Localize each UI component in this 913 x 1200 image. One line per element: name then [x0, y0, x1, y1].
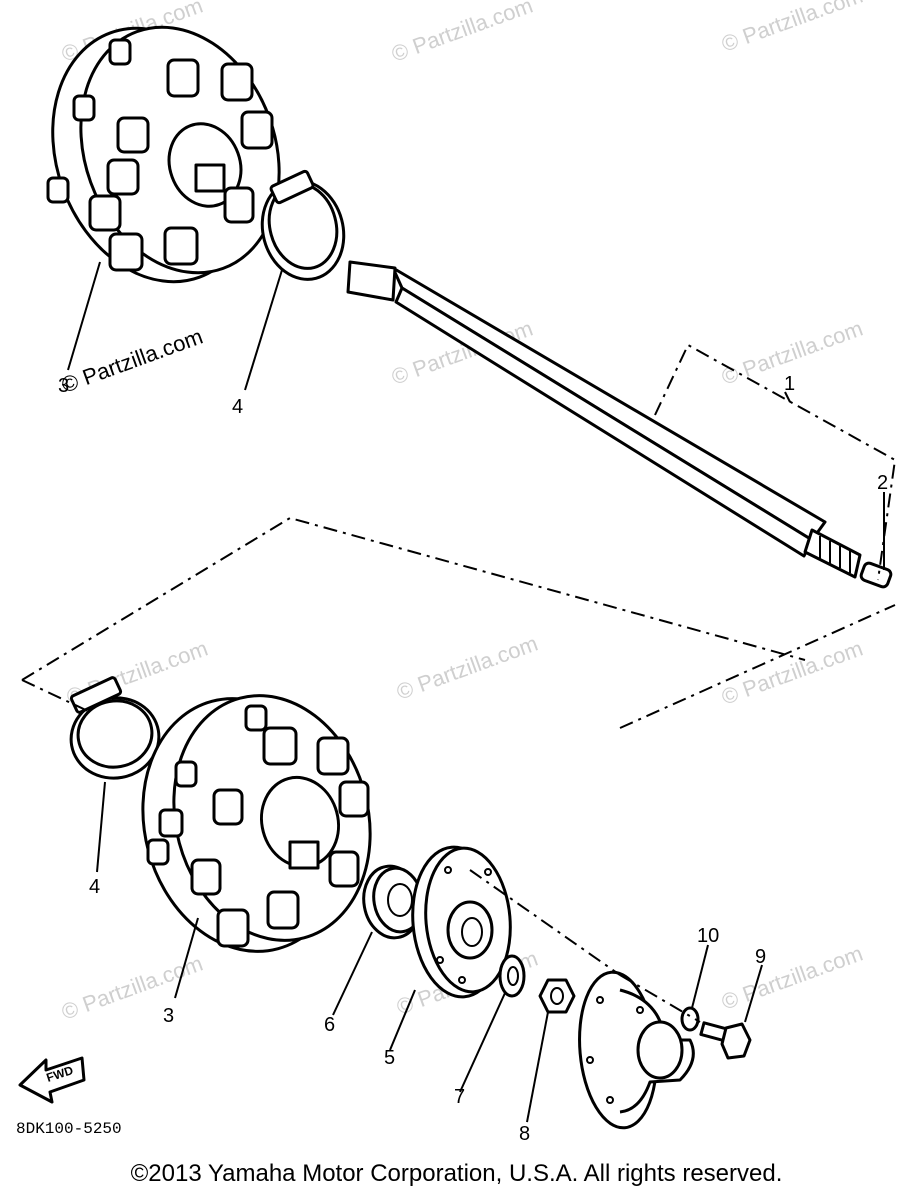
fwd-arrow: FWD	[18, 1056, 86, 1104]
callout-2: 2	[877, 472, 888, 494]
washer	[498, 954, 526, 998]
watermark: © Partzilla.com	[718, 0, 866, 57]
watermark: © Partzilla.com	[388, 0, 536, 67]
watermark: © Partzilla.com	[718, 941, 866, 1015]
clamp-top	[260, 169, 346, 281]
sprocket-bottom	[141, 694, 372, 953]
shaft	[346, 260, 862, 579]
callout-9: 9	[755, 946, 766, 968]
callout-10: 10	[697, 925, 719, 947]
leader-lines	[67, 261, 885, 1123]
clamp-bottom	[69, 676, 161, 780]
pin	[859, 561, 893, 589]
watermark: © Partzilla.com	[718, 636, 866, 710]
nut	[538, 978, 576, 1014]
callout-6: 6	[324, 1014, 335, 1036]
watermark-dark: © Partzilla.com	[58, 324, 206, 398]
sprocket-top	[46, 25, 281, 284]
bolt	[699, 1021, 752, 1060]
callout-3-top: 3	[58, 375, 69, 397]
callout-4-top: 4	[232, 396, 243, 418]
parts-diagram: © Partzilla.com © Partzilla.com © Partzi…	[16, 0, 897, 1145]
copyright-footer: ©2013 Yamaha Motor Corporation, U.S.A. A…	[130, 1160, 783, 1187]
callout-7: 7	[454, 1086, 465, 1108]
hub	[578, 970, 695, 1130]
bearing	[362, 864, 424, 940]
watermark: © Partzilla.com	[58, 951, 206, 1025]
callout-5: 5	[384, 1047, 395, 1069]
diagram-code: 8DK100-5250	[16, 1120, 122, 1138]
bearing-housing	[411, 845, 512, 999]
assembly-lines	[21, 343, 897, 1023]
lock-washer	[680, 1006, 700, 1032]
callout-1: 1	[784, 373, 795, 395]
callout-8: 8	[519, 1123, 530, 1145]
callout-4-bottom: 4	[89, 876, 100, 898]
watermark: © Partzilla.com	[393, 631, 541, 705]
callout-3-bottom: 3	[163, 1005, 174, 1027]
callouts: 1 2 3 4 4 3 6 5 7 8 10 9	[58, 373, 888, 1145]
